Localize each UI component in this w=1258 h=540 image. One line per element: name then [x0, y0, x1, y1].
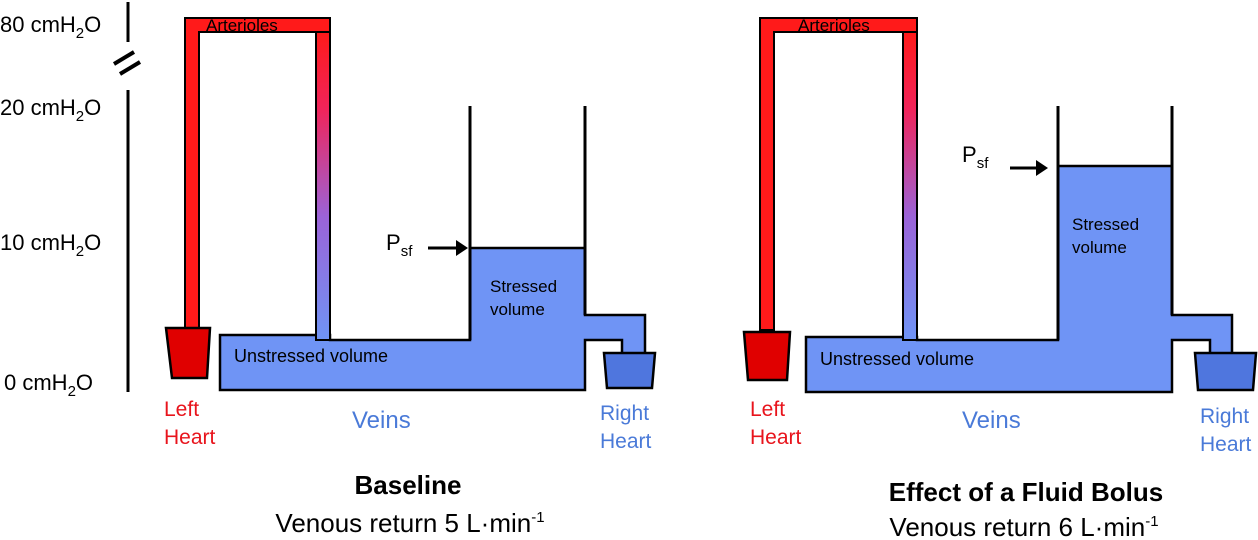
axis-label-0: 0 cmH2O	[4, 370, 93, 400]
unstressed-volume-label: Unstressed volume	[820, 349, 974, 369]
arteriole-tube	[759, 17, 918, 341]
panel-title: Effect of a Fluid Bolus	[889, 477, 1163, 507]
panel-title: Baseline	[355, 470, 462, 500]
axis-label-10: 10 cmH2O	[0, 230, 101, 260]
left-heart-label-line2: Heart	[750, 426, 802, 449]
right-heart-label-line2: Heart	[1200, 433, 1252, 456]
panel-fluid-bolus: Arterioles Psf Stressed volume Unstresse…	[742, 16, 1258, 540]
left-heart-label-line2: Heart	[164, 426, 216, 449]
arterioles-label: Arterioles	[206, 16, 278, 35]
unstressed-volume-label: Unstressed volume	[234, 346, 388, 366]
venous-reservoir	[804, 164, 1234, 394]
panel-subtitle: Venous return 5 L·min-1	[275, 508, 544, 538]
stressed-volume-label-line1: Stressed	[490, 277, 557, 296]
panel-subtitle: Venous return 6 L·min-1	[889, 512, 1158, 540]
right-heart-label-line2: Heart	[600, 430, 652, 453]
panel-baseline: Arterioles Psf Stressed volume Unstresse…	[164, 16, 657, 538]
left-heart-chamber	[742, 330, 792, 382]
stressed-volume-label-line1: Stressed	[1072, 215, 1139, 234]
left-heart-chamber	[164, 326, 212, 380]
left-heart-label-line1: Left	[164, 398, 199, 421]
psf-label: Psf	[962, 142, 989, 172]
veins-label: Veins	[352, 407, 411, 434]
axis-label-80: 80 cmH2O	[0, 12, 101, 42]
stressed-volume-label-line2: volume	[490, 300, 545, 319]
arrow-right-icon	[428, 240, 468, 256]
right-heart-chamber	[1193, 351, 1258, 392]
axis-break-icon	[112, 50, 142, 76]
left-heart-label-line1: Left	[750, 398, 785, 421]
psf-label: Psf	[386, 230, 413, 260]
axis-label-20: 20 cmH2O	[0, 95, 101, 125]
stressed-volume-label-line2: volume	[1072, 238, 1127, 257]
venous-reservoir	[218, 246, 647, 392]
arrow-right-icon	[1010, 160, 1048, 176]
pressure-axis: 80 cmH2O 20 cmH2O 10 cmH2O 0 cmH2O	[0, 2, 142, 400]
arterioles-label: Arterioles	[798, 16, 870, 35]
right-heart-chamber	[602, 351, 657, 390]
arteriole-tube	[184, 17, 331, 341]
right-heart-label-line1: Right	[600, 402, 649, 425]
veins-label: Veins	[962, 407, 1021, 434]
right-heart-label-line1: Right	[1200, 405, 1249, 428]
